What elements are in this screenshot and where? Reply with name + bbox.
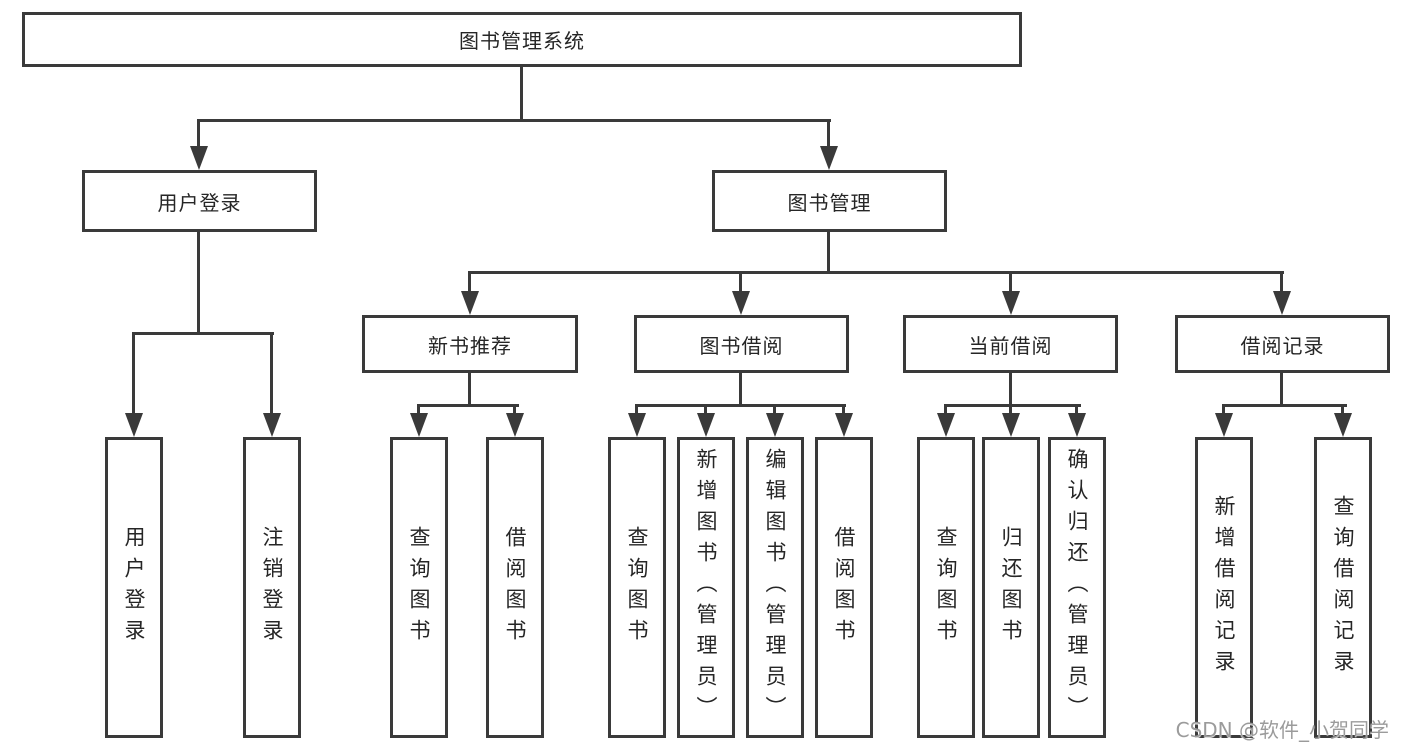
- node-label: 新书推荐: [428, 333, 512, 358]
- node-label: 图书管理: [787, 190, 872, 215]
- connector-line: [635, 404, 846, 407]
- connector-line: [197, 229, 200, 335]
- arrow-down-icon: [125, 413, 143, 437]
- node-label: 图书管理系统: [459, 29, 585, 53]
- connector-line: [1222, 404, 1347, 407]
- leaf-return-book: 归还图书: [982, 437, 1040, 738]
- arrow-down-icon: [410, 413, 428, 437]
- connector-line: [635, 404, 638, 417]
- csdn-watermark: CSDN @软件_小贺同学: [1175, 718, 1389, 742]
- arrow-down-icon: [1002, 291, 1020, 315]
- connector-line: [468, 271, 1284, 274]
- arrow-down-icon: [937, 413, 955, 437]
- connector-line: [739, 271, 742, 295]
- leaf-borrow-book-borrow: 借阅图书: [815, 437, 873, 738]
- node-borrow-records: 借阅记录: [1175, 315, 1390, 373]
- node-label: 新增图书（管理员）: [694, 448, 718, 727]
- connector-line: [468, 271, 471, 295]
- node-book-management: 图书管理: [712, 170, 947, 232]
- connector-line: [739, 370, 742, 407]
- arrow-down-icon: [1215, 413, 1233, 437]
- node-label: 查询借阅记录: [1331, 494, 1355, 681]
- connector-line: [417, 404, 519, 407]
- leaf-query-book-borrow: 查询图书: [608, 437, 666, 738]
- node-label: 图书借阅: [699, 333, 784, 358]
- connector-line: [1222, 404, 1225, 417]
- arrow-down-icon: [835, 413, 853, 437]
- connector-line: [270, 332, 273, 416]
- node-label: 编辑图书（管理员）: [763, 448, 787, 727]
- connector-line: [417, 404, 420, 417]
- node-label: 查询图书: [625, 525, 649, 650]
- node-label: 借阅图书: [832, 525, 856, 650]
- arrow-down-icon: [1068, 413, 1086, 437]
- leaf-confirm-return-admin: 确认归还（管理员）: [1048, 437, 1106, 738]
- arrow-down-icon: [820, 146, 838, 170]
- node-label: 用户登录: [157, 190, 242, 215]
- leaf-user-login: 用户登录: [105, 437, 163, 738]
- leaf-add-borrow-record: 新增借阅记录: [1195, 437, 1253, 738]
- connector-line: [827, 229, 830, 274]
- connector-line: [132, 332, 135, 416]
- node-label: 借阅图书: [503, 525, 527, 650]
- connector-line: [1075, 404, 1078, 417]
- node-label: 注销登录: [260, 525, 284, 650]
- connector-line: [1341, 404, 1344, 417]
- leaf-query-book-recommend: 查询图书: [390, 437, 448, 738]
- arrow-down-icon: [1334, 413, 1352, 437]
- leaf-logout-login: 注销登录: [243, 437, 301, 738]
- arrow-down-icon: [190, 146, 208, 170]
- node-label: 归还图书: [999, 525, 1023, 650]
- connector-line: [773, 404, 776, 417]
- connector-line: [842, 404, 845, 417]
- node-label: 查询图书: [407, 525, 431, 650]
- node-label: 新增借阅记录: [1212, 494, 1236, 681]
- node-user-login: 用户登录: [82, 170, 317, 232]
- arrow-down-icon: [628, 413, 646, 437]
- connector-line: [1280, 271, 1283, 295]
- connector-line: [1009, 271, 1012, 295]
- arrow-down-icon: [697, 413, 715, 437]
- connector-line: [944, 404, 947, 417]
- connector-line: [944, 404, 1081, 407]
- connector-line: [132, 332, 274, 335]
- connector-line: [704, 404, 707, 417]
- node-current-borrow: 当前借阅: [903, 315, 1118, 373]
- node-label: 确认归还（管理员）: [1065, 448, 1089, 727]
- connector-line: [468, 370, 471, 407]
- arrow-down-icon: [506, 413, 524, 437]
- arrow-down-icon: [732, 291, 750, 315]
- node-new-book-recommend: 新书推荐: [362, 315, 578, 373]
- arrow-down-icon: [1273, 291, 1291, 315]
- connector-line: [197, 119, 831, 122]
- leaf-query-borrow-record: 查询借阅记录: [1314, 437, 1372, 738]
- node-label: 借阅记录: [1240, 333, 1325, 358]
- arrow-down-icon: [263, 413, 281, 437]
- leaf-add-book-admin: 新增图书（管理员）: [677, 437, 735, 738]
- node-label: 用户登录: [122, 525, 146, 650]
- connector-line: [520, 66, 523, 121]
- connector-line: [1009, 370, 1012, 407]
- connector-line: [827, 119, 830, 149]
- arrow-down-icon: [1002, 413, 1020, 437]
- connector-line: [197, 119, 200, 149]
- node-library-system: 图书管理系统: [22, 12, 1022, 67]
- connector-line: [1280, 370, 1283, 407]
- node-label: 当前借阅: [968, 333, 1053, 358]
- connector-line: [1009, 404, 1012, 417]
- arrow-down-icon: [461, 291, 479, 315]
- leaf-edit-book-admin: 编辑图书（管理员）: [746, 437, 804, 738]
- arrow-down-icon: [766, 413, 784, 437]
- leaf-query-book-current: 查询图书: [917, 437, 975, 738]
- node-label: 查询图书: [934, 525, 958, 650]
- node-book-borrow: 图书借阅: [634, 315, 849, 373]
- connector-line: [513, 404, 516, 417]
- leaf-borrow-book-recommend: 借阅图书: [486, 437, 544, 738]
